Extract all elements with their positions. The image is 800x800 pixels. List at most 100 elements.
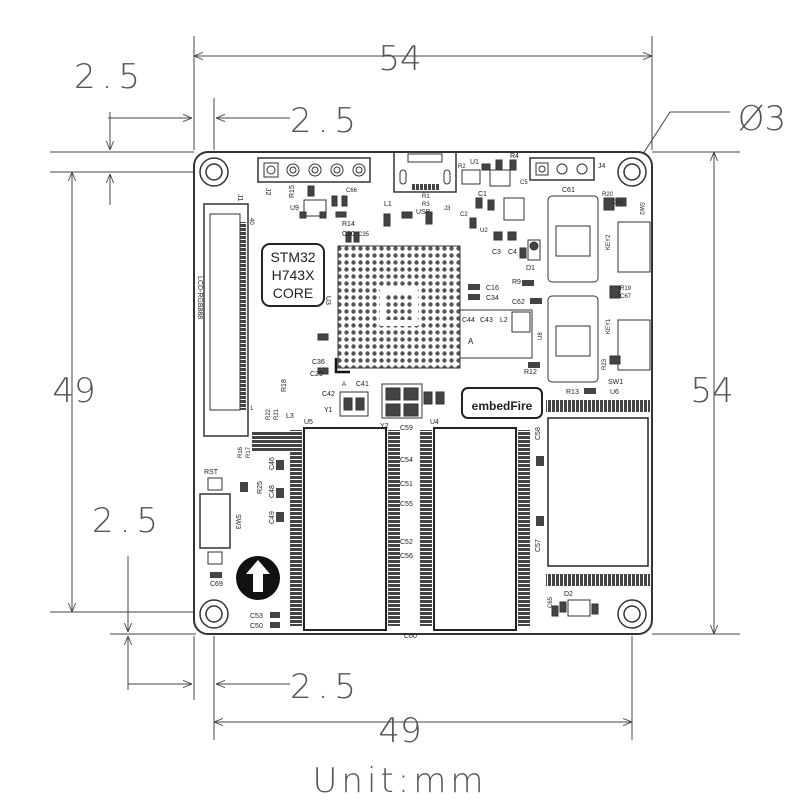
component-label: U9 xyxy=(290,205,299,212)
component-label: U8 xyxy=(538,332,544,340)
component-label: R22 xyxy=(266,408,272,420)
orientation-arrow-icon xyxy=(236,556,280,600)
component-label: SW1 xyxy=(608,379,623,386)
component-label: embedFire xyxy=(472,399,533,413)
component-label: R14 xyxy=(342,221,355,228)
brand-logo: embedFire xyxy=(461,387,543,419)
component-label: C51 xyxy=(400,481,413,488)
component-label: C5 xyxy=(520,180,528,186)
component-label: C60 xyxy=(404,633,417,640)
dim-left-height: 49 xyxy=(52,371,95,411)
component-label: J3 xyxy=(444,206,451,212)
component-label: C68 xyxy=(612,200,624,206)
component-label: Y1 xyxy=(324,407,333,414)
component-label: C61 xyxy=(562,187,575,194)
mounting-holes xyxy=(199,157,647,629)
component-label: Y2 xyxy=(380,423,389,430)
component-label: SW2 xyxy=(638,202,644,216)
component-label: KEY2 xyxy=(606,234,612,250)
component-label: 1 xyxy=(250,406,254,412)
component-label: C59 xyxy=(400,425,413,432)
component-label: C4 xyxy=(508,249,517,256)
component-label: H743X xyxy=(272,267,315,283)
component-label: C69 xyxy=(210,581,223,588)
component-label: C43 xyxy=(480,317,493,324)
component-label: U1 xyxy=(470,159,479,166)
component-label: U4 xyxy=(430,419,439,426)
switches-right xyxy=(603,197,651,371)
component-label: C48 xyxy=(269,485,276,498)
sdram-u5: U5 xyxy=(290,419,400,631)
dim-hole-diameter: Ø3 xyxy=(738,99,786,139)
reset-switch-sw3: RST SW3 C69 xyxy=(199,469,241,588)
component-label: C67 xyxy=(620,294,632,300)
component-label: L3 xyxy=(286,413,294,420)
component-label: R23 xyxy=(602,358,608,370)
component-label: C58 xyxy=(535,427,542,440)
chip-label: STM32 H743X CORE xyxy=(261,243,325,307)
dim-top-offset: 2.5 xyxy=(290,101,362,141)
component-label: R13 xyxy=(566,389,579,396)
component-label: R17 xyxy=(246,446,252,458)
usb-connector: USB L1 xyxy=(384,151,457,216)
component-label: U3 xyxy=(324,296,331,305)
component-label: A xyxy=(468,337,474,346)
dim-bottom-offset: 2.5 xyxy=(290,667,362,707)
component-label: R18 xyxy=(281,379,288,392)
unit-label: Unit:mm xyxy=(313,761,488,800)
sdram-u4: U4 xyxy=(420,419,530,631)
component-label: C34 xyxy=(486,295,499,302)
component-label: D2 xyxy=(564,591,573,598)
dim-right-height: 54 xyxy=(690,371,733,411)
component-label: U2 xyxy=(480,228,488,234)
sd-card-slot xyxy=(546,400,650,586)
component-label: LCD-RGB888 xyxy=(196,276,203,319)
component-label: R25 xyxy=(257,481,264,494)
component-label: C41 xyxy=(356,381,369,388)
component-label: 40 xyxy=(248,218,254,225)
flash-chips xyxy=(547,195,599,383)
component-label: D1 xyxy=(526,265,535,272)
component-label: C3 xyxy=(492,249,501,256)
header-j2: J2 xyxy=(257,157,371,196)
component-label: R2 xyxy=(458,164,466,170)
component-label: L2 xyxy=(500,317,508,324)
mcu-bga-u3: U3 xyxy=(324,245,461,374)
component-label: STM32 xyxy=(270,249,315,265)
dim-left-offset: 2.5 xyxy=(74,57,146,97)
component-label: C66 xyxy=(346,188,358,194)
component-label: R12 xyxy=(524,369,537,376)
component-label: C46 xyxy=(269,457,276,470)
component-label: C53 xyxy=(250,613,263,620)
component-label: R16 xyxy=(238,446,244,458)
component-label: U6 xyxy=(610,389,619,396)
component-label: C35 xyxy=(358,232,370,238)
component-label: RST xyxy=(204,469,219,476)
power-section xyxy=(461,159,541,261)
component-label: C49 xyxy=(269,511,276,524)
component-label: C29 xyxy=(310,371,323,378)
component-label: C54 xyxy=(400,457,413,464)
component-label: U5 xyxy=(304,419,313,426)
component-label: L1 xyxy=(384,201,392,208)
component-label: R21 xyxy=(274,408,280,420)
middle-module xyxy=(459,309,533,359)
header-j4: J4 C61 xyxy=(529,157,606,194)
component-label: R4 xyxy=(510,153,519,160)
crystal-area xyxy=(317,333,445,419)
component-label: A xyxy=(342,382,346,388)
component-label: J2 xyxy=(264,188,271,196)
bottom-right-parts xyxy=(551,599,599,617)
component-label: C62 xyxy=(512,299,525,306)
component-label: R20 xyxy=(602,192,614,198)
component-label: USB xyxy=(416,209,431,216)
component-label: C50 xyxy=(250,623,263,630)
component-label: C36 xyxy=(312,359,325,366)
dimension-lines xyxy=(50,36,740,740)
component-label: C16 xyxy=(486,285,499,292)
component-label: C55 xyxy=(400,501,413,508)
component-label: R19 xyxy=(620,286,632,292)
component-label: R1 xyxy=(422,194,430,200)
dim-top-width: 54 xyxy=(378,39,421,79)
